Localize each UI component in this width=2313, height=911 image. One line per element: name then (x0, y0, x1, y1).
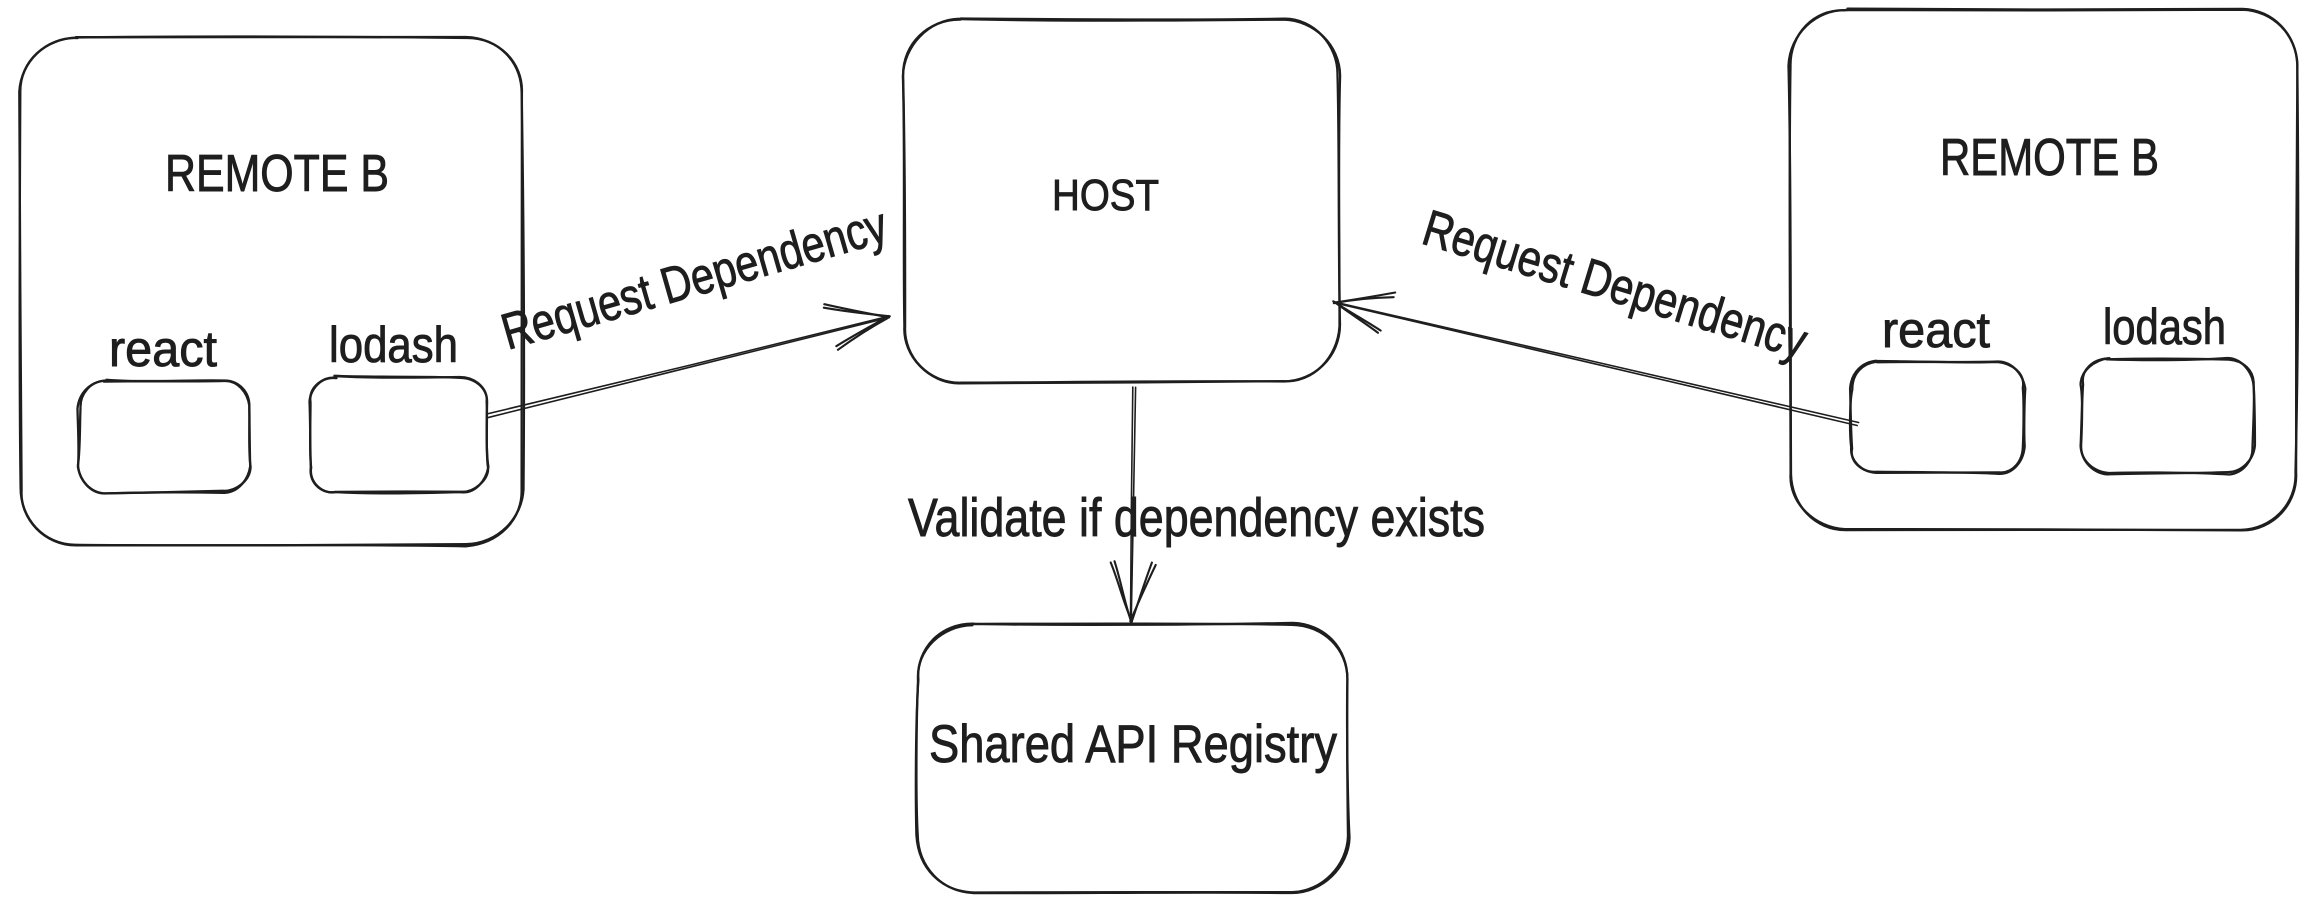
svg-text:lodash: lodash (329, 317, 458, 373)
svg-text:Request Dependency: Request Dependency (495, 196, 894, 361)
svg-text:REMOTE B: REMOTE B (1940, 129, 2159, 187)
svg-text:Shared API Registry: Shared API Registry (929, 715, 1337, 774)
svg-text:react: react (1882, 302, 1990, 358)
svg-text:react: react (109, 321, 217, 377)
svg-text:lodash: lodash (2103, 299, 2226, 355)
svg-text:REMOTE B: REMOTE B (165, 145, 389, 203)
svg-text:Request Dependency: Request Dependency (1416, 199, 1814, 370)
svg-text:Validate if dependency exists: Validate if dependency exists (908, 488, 1485, 548)
svg-text:HOST: HOST (1052, 171, 1159, 220)
